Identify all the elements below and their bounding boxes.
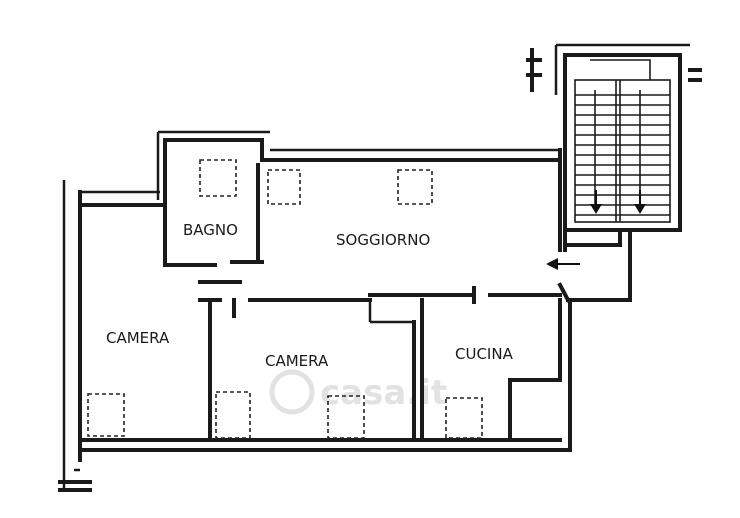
fixture-soggiorno-center [397, 169, 433, 205]
room-label-camera-left: CAMERA [106, 329, 170, 347]
fixture-camera-center-left [215, 391, 251, 439]
fixtures [87, 159, 483, 439]
room-label-bagno: BAGNO [183, 221, 238, 239]
room-label-camera-center: CAMERA [265, 352, 329, 370]
watermark-text: casa.it [320, 373, 447, 413]
room-labels: BAGNO SOGGIORNO CAMERA CAMERA CUCINA [106, 221, 514, 370]
room-label-cucina: CUCINA [455, 345, 514, 363]
fixture-soggiorno-left [267, 169, 301, 205]
fixture-camera-center-right [327, 395, 365, 439]
interior-walls [163, 163, 562, 442]
arrow-left-icon [546, 258, 580, 270]
watermark: casa.it [269, 369, 447, 415]
staircase [574, 59, 671, 223]
room-label-soggiorno: SOGGIORNO [336, 231, 430, 249]
fixture-camera-left [87, 393, 125, 437]
outer-walls [58, 43, 702, 492]
fixture-bagno [199, 159, 237, 197]
fixture-cucina [445, 397, 483, 439]
arrow-down-icon [590, 190, 646, 214]
